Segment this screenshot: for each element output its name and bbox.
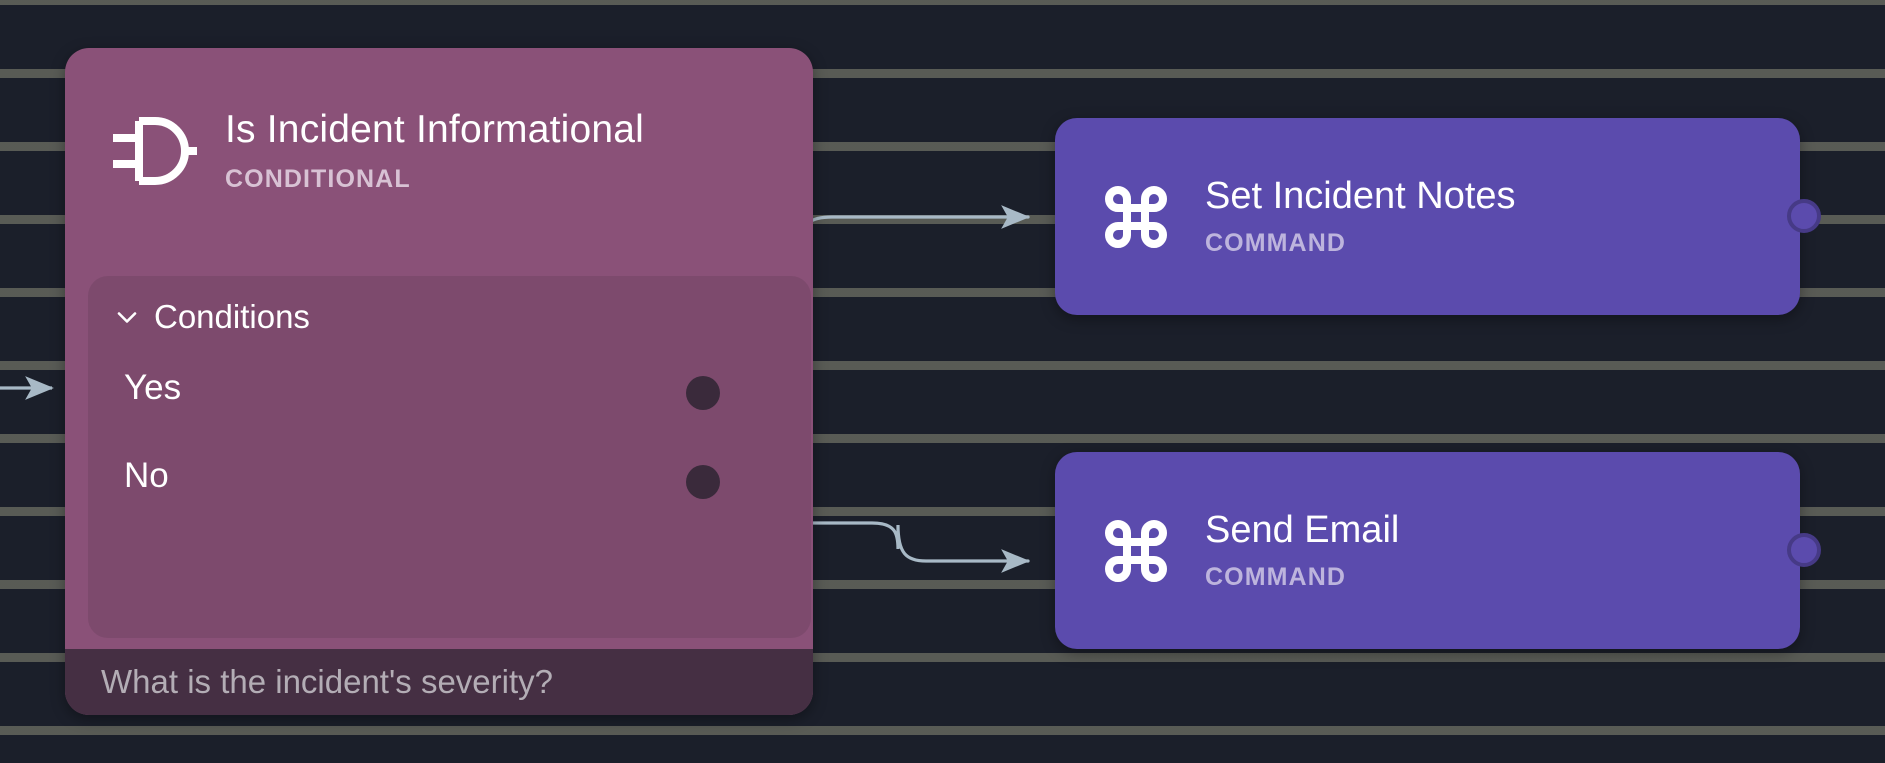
command-node-subtitle: COMMAND	[1205, 229, 1347, 258]
conditional-node-header: Is Incident Informational CONDITIONAL	[65, 48, 813, 254]
conditional-node[interactable]: Is Incident Informational CONDITIONAL Co…	[65, 48, 813, 715]
conditional-node-footer: What is the incident's severity?	[65, 649, 813, 715]
output-port-send-email[interactable]	[1787, 533, 1821, 567]
output-port-set-incident-notes[interactable]	[1787, 199, 1821, 233]
conditional-title-group: Is Incident Informational CONDITIONAL	[225, 108, 644, 195]
condition-branch-no[interactable]: No	[124, 456, 169, 495]
command-node-title: Set Incident Notes	[1205, 174, 1516, 217]
conditional-footer-text: What is the incident's severity?	[101, 663, 553, 700]
command-title-group-1: Set Incident Notes COMMAND	[1205, 175, 1516, 259]
command-key-icon	[1097, 515, 1175, 587]
conditional-node-title: Is Incident Informational	[225, 107, 645, 151]
conditions-panel[interactable]: Conditions Yes No	[88, 276, 811, 638]
command-title-group-2: Send Email COMMAND	[1205, 509, 1399, 593]
conditions-toggle[interactable]: Conditions	[88, 276, 811, 336]
output-port-yes[interactable]	[686, 376, 720, 410]
command-node-title: Send Email	[1205, 508, 1400, 551]
conditional-node-subtitle: CONDITIONAL	[225, 165, 411, 194]
logic-gate-icon	[107, 115, 203, 187]
chevron-down-icon[interactable]	[112, 302, 142, 332]
conditions-label: Conditions	[154, 298, 310, 335]
output-port-no[interactable]	[686, 465, 720, 499]
command-node-subtitle: COMMAND	[1205, 563, 1347, 592]
command-node-send-email[interactable]: Send Email COMMAND	[1055, 452, 1800, 649]
condition-branch-yes[interactable]: Yes	[124, 368, 182, 407]
command-key-icon	[1097, 181, 1175, 253]
command-node-set-incident-notes[interactable]: Set Incident Notes COMMAND	[1055, 118, 1800, 315]
